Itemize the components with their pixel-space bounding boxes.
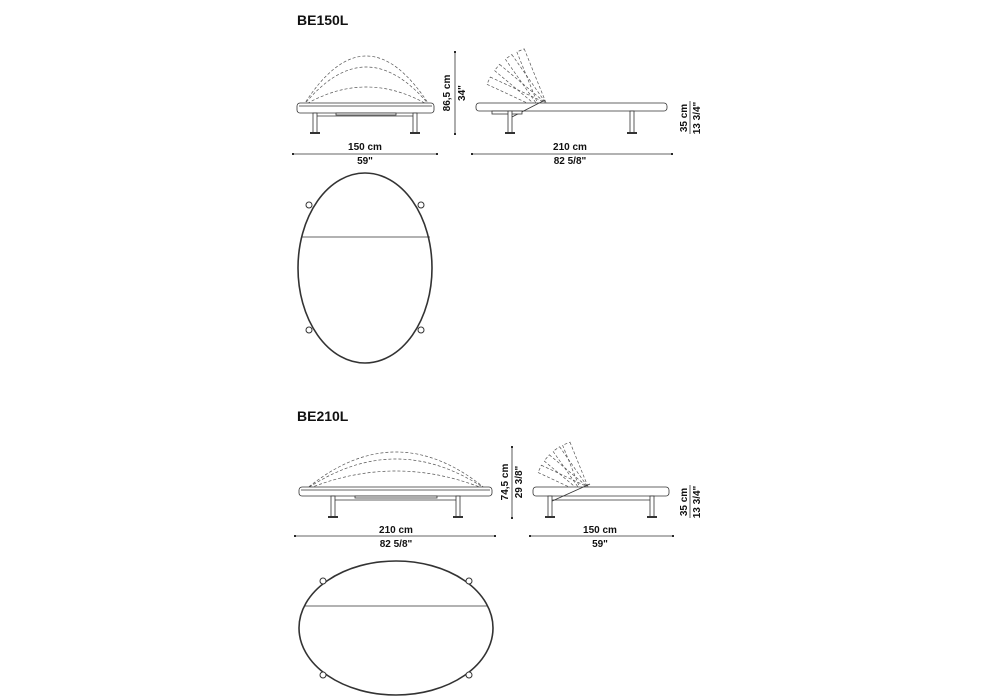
dimension-label: 13 3/4" — [692, 485, 703, 518]
be150l-front-view — [296, 55, 435, 134]
model-title-be150l: BE150L — [297, 12, 349, 28]
dimension-label: 150 cm — [348, 142, 382, 153]
dimension-label: 150 cm — [583, 525, 617, 536]
be210l-seat-height-dimension: 35 cm 13 3/4" — [679, 485, 703, 518]
be150l-side-view — [475, 48, 668, 134]
dimension-label: 210 cm — [553, 142, 587, 153]
be210l-height-dimension: 74,5 cm 29 3/8" — [500, 445, 525, 520]
dimension-label: 34" — [457, 85, 468, 101]
dimension-label: 86,5 cm — [442, 75, 453, 112]
dimension-label: 35 cm — [679, 104, 690, 132]
be150l-side-length-dimension: 210 cm 82 5/8" — [470, 142, 674, 167]
be210l-front-view — [298, 451, 493, 518]
dimension-label: 82 5/8" — [554, 156, 587, 167]
be210l-front-width-dimension: 210 cm 82 5/8" — [293, 525, 497, 550]
dimension-label: 210 cm — [379, 525, 413, 536]
be210l-side-length-dimension: 150 cm 59" — [528, 525, 675, 550]
be210l-plan-view — [298, 560, 494, 696]
dimension-label: 74,5 cm — [500, 464, 511, 501]
dimension-label: 29 3/8" — [514, 465, 525, 498]
be150l-height-dimension: 86,5 cm 34" — [442, 50, 468, 136]
be150l-front-width-dimension: 150 cm 59" — [291, 142, 439, 167]
be150l-seat-height-dimension: 35 cm 13 3/4" — [679, 101, 703, 134]
be150l-plan-view — [297, 172, 433, 364]
model-title-be210l: BE210L — [297, 408, 349, 424]
dimension-label: 82 5/8" — [380, 539, 413, 550]
dimension-label: 35 cm — [679, 488, 690, 516]
dimension-label: 59" — [357, 156, 373, 167]
be210l-side-view — [532, 441, 670, 518]
dimension-label: 59" — [592, 539, 608, 550]
dimension-label: 13 3/4" — [692, 101, 703, 134]
